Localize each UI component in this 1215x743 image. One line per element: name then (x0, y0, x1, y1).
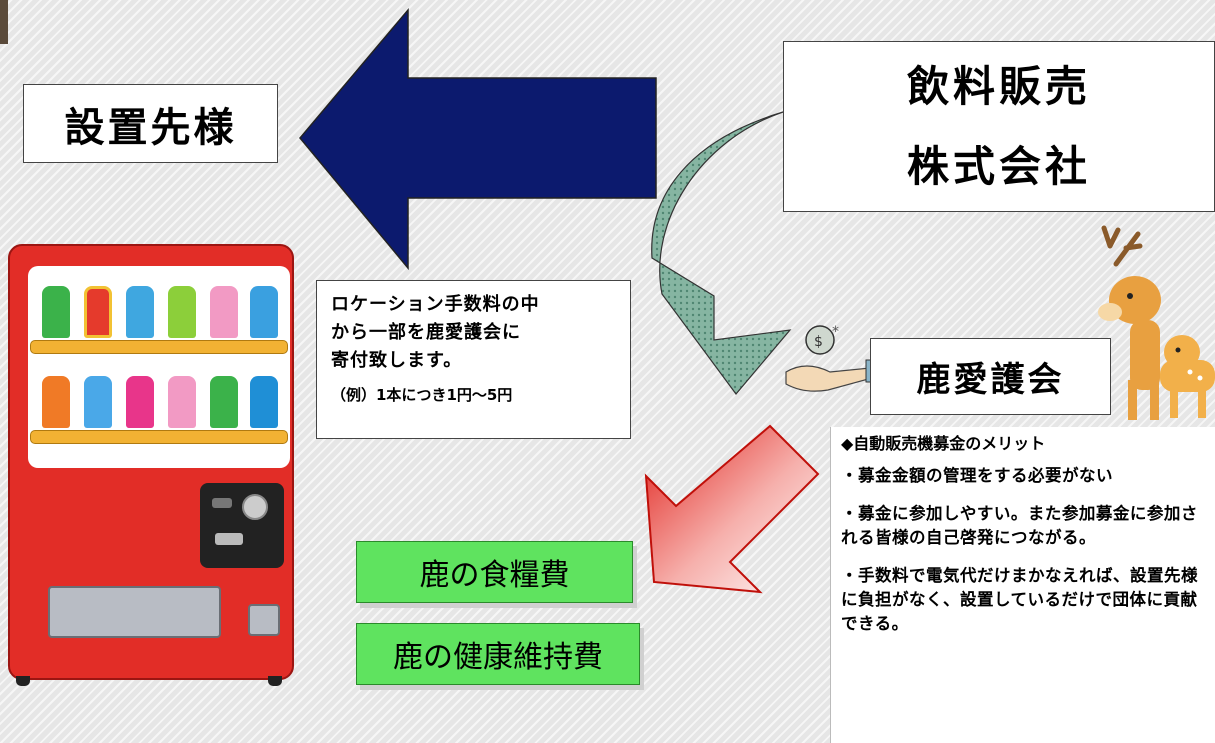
product-tray (48, 586, 221, 638)
svg-text:$: $ (814, 334, 823, 350)
merits-box: ◆自動販売機募金のメリット ・募金金額の管理をする必要がない ・募金に参加しやす… (830, 427, 1215, 743)
corner-mark (0, 0, 8, 44)
shelf (30, 340, 288, 354)
association-box: 鹿愛護会 (870, 338, 1111, 415)
installer-box: 設置先様 (23, 84, 278, 163)
merits-title: ◆自動販売機募金のメリット (841, 434, 1046, 453)
bill-slot-icon (215, 533, 243, 545)
note-example: （例）1本につき1円～5円 (331, 386, 513, 404)
health-cost-box: 鹿の健康維持費 (356, 623, 640, 685)
return-knob-icon (242, 494, 268, 520)
company-line2: 株式会社 (906, 141, 1091, 191)
note-line: 寄付致します。 (331, 350, 463, 371)
machine-foot (16, 676, 30, 686)
donation-note: ロケーション手数料の中 から一部を鹿愛護会に 寄付致します。 （例）1本につき1… (316, 280, 631, 439)
food-cost-box: 鹿の食糧費 (356, 541, 633, 603)
note-line: から一部を鹿愛護会に (331, 322, 521, 343)
shelf (30, 430, 288, 444)
merit-item: ・募金金額の管理をする必要がない (841, 466, 1113, 485)
change-return (248, 604, 280, 636)
machine-foot (268, 676, 282, 686)
red-arrow (644, 424, 820, 594)
svg-text:*: * (832, 324, 839, 340)
deer-illustration (1098, 225, 1215, 420)
coin-slot-icon (212, 498, 232, 508)
merit-item: ・募金に参加しやすい。また参加募金に参加される皆様の自己啓発につながる。 (841, 504, 1198, 547)
teal-curved-arrow (651, 111, 792, 395)
note-line: ロケーション手数料の中 (331, 294, 540, 315)
merit-item: ・手数料で電気代だけまかなえれば、設置先様に負担がなく、設置しているだけで団体に… (841, 566, 1198, 633)
coin-panel (200, 483, 284, 568)
money-bag-hands-illustration: $ * (785, 324, 883, 392)
company-line1: 飲料販売 (906, 61, 1091, 111)
navy-arrow (299, 7, 657, 271)
company-box: 飲料販売 株式会社 (783, 41, 1215, 212)
